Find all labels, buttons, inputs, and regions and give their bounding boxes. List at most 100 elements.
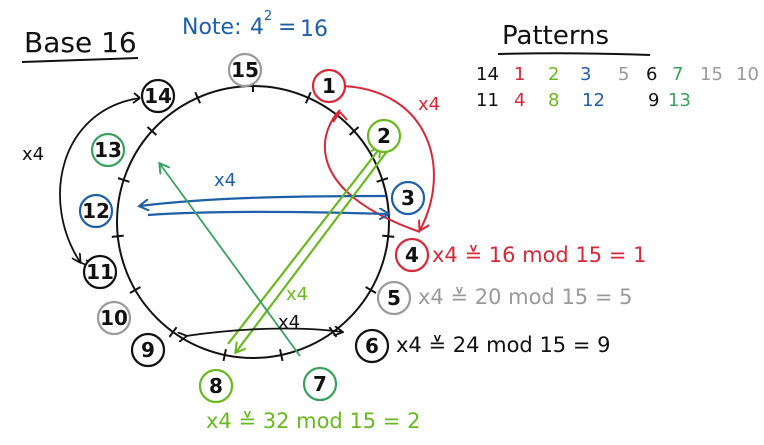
arrow-blue-bottom (147, 212, 388, 215)
clock-tick (304, 91, 312, 104)
number-label: 3 (401, 186, 415, 210)
clock-number-5: 5 (376, 280, 412, 316)
pattern-row1-item: 15 (700, 64, 723, 85)
clock-ticks (111, 80, 395, 362)
label-x4-blue: x4 (214, 170, 236, 191)
clock-tick (279, 348, 284, 362)
number-ring (311, 68, 347, 104)
note: Note: 4 2 = 16 (182, 9, 328, 42)
arrow-black-left-tail (132, 92, 141, 104)
clock-number-15: 15 (227, 52, 263, 88)
title-text: Base 16 (24, 26, 137, 59)
number-ring (227, 52, 263, 88)
clock-tick (168, 326, 178, 338)
number-label: 11 (86, 260, 114, 284)
note-prefix: Note: (182, 15, 242, 40)
pattern-row2-item: 4 (514, 90, 525, 111)
number-label: 7 (313, 372, 327, 396)
clock-tick (117, 177, 130, 183)
number-label: 15 (231, 58, 259, 82)
clock-number-4: 4 (394, 237, 430, 273)
pattern-row2-item: 9 (648, 90, 659, 111)
label-x4-green: x4 (286, 284, 308, 305)
clock-number-3: 3 (390, 180, 426, 216)
clock-number-14: 14 (140, 78, 176, 114)
clock-tick (111, 234, 124, 238)
arrow-red (341, 85, 435, 230)
arrow-blue-top (140, 194, 387, 206)
equation-5: x4 ≚ 20 mod 15 = 5 (418, 285, 632, 309)
number-ring (78, 193, 114, 229)
arrow-green-down (236, 149, 389, 352)
clock-number-8: 8 (198, 368, 234, 404)
pattern-row1-item: 6 (646, 64, 657, 85)
number-label: 14 (144, 84, 172, 108)
number-ring (376, 280, 412, 316)
equation-6: x4 ≚ 24 mod 15 = 9 (396, 333, 610, 357)
number-ring (198, 368, 234, 404)
title-underline (21, 57, 139, 63)
arrow-red-head-2 (332, 111, 348, 123)
note-base: 4 (250, 15, 264, 40)
label-x4-bottom: x4 (278, 312, 300, 333)
clock-number-11: 11 (82, 254, 118, 290)
label-x4-left: x4 (22, 144, 44, 165)
number-ring (354, 328, 390, 364)
pattern-row1-item: 1 (514, 64, 525, 85)
number-label: 13 (94, 138, 122, 162)
number-ring (302, 366, 338, 402)
arrow-green-up (227, 148, 380, 345)
number-label: 9 (141, 338, 155, 362)
pattern-row1-item: 7 (672, 64, 683, 85)
number-label: 8 (209, 374, 223, 398)
arrow-teal (160, 164, 301, 357)
number-ring (140, 78, 176, 114)
pattern-row1-item: 5 (618, 64, 629, 85)
number-label: 12 (82, 199, 110, 223)
label-x4-red: x4 (418, 94, 440, 115)
number-ring (82, 254, 118, 290)
clock-tick (365, 286, 377, 294)
clock-number-12: 12 (78, 193, 114, 229)
number-label: 4 (405, 243, 419, 267)
note-exponent: 2 (264, 9, 272, 24)
clock-number-9: 9 (130, 332, 166, 368)
number-ring (90, 132, 126, 168)
pattern-row1-item: 10 (736, 64, 759, 85)
clock-number-7: 7 (302, 366, 338, 402)
pattern-row1-item: 2 (548, 64, 559, 85)
clock-number-13: 13 (90, 132, 126, 168)
clock-tick (222, 348, 227, 362)
clock-tick (129, 286, 141, 294)
clock-tick (376, 177, 389, 183)
note-equals: = (278, 15, 296, 40)
clock-number-10: 10 (96, 300, 132, 336)
number-label: 2 (377, 124, 391, 148)
pattern-row2-item: 12 (582, 90, 605, 111)
arrow-black-left (59, 97, 141, 262)
equation-8: x4 ≚ 32 mod 15 = 2 (206, 409, 420, 433)
clock-tick (146, 126, 158, 136)
pattern-row2-item: 8 (548, 90, 559, 111)
clock-tick (194, 91, 202, 104)
pattern-row1-item: 14 (476, 64, 499, 85)
clock-tick (382, 234, 395, 238)
number-label: 5 (387, 286, 401, 310)
clock-number-6: 6 (354, 328, 390, 364)
number-ring (96, 300, 132, 336)
pattern-row2-item: 11 (476, 90, 499, 111)
arrow-black-bottom (186, 329, 342, 336)
clock-number-1: 1 (311, 68, 347, 104)
patterns-heading: Patterns (502, 21, 609, 51)
clock-tick (348, 126, 360, 136)
equation-4: x4 ≚ 16 mod 15 = 1 (432, 243, 646, 267)
clock-number-2: 2 (366, 118, 402, 154)
number-label: 6 (365, 334, 379, 358)
note-result: 16 (300, 17, 328, 42)
number-label: 1 (322, 74, 336, 98)
number-ring (394, 237, 430, 273)
